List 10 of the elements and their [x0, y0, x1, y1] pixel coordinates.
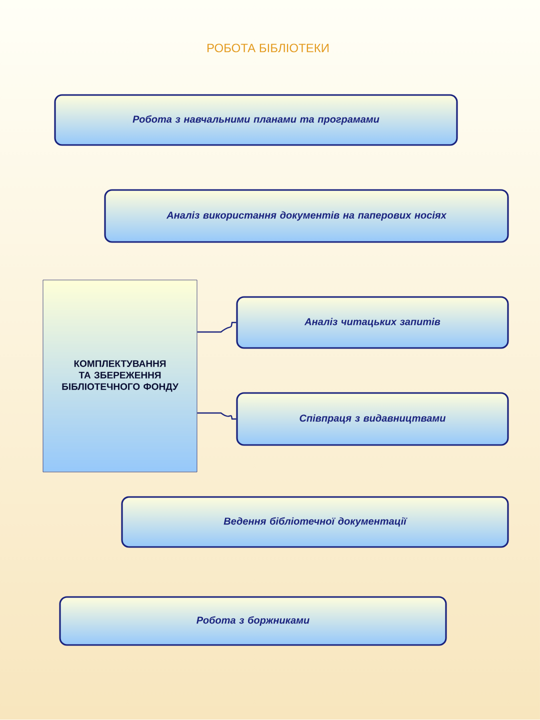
- stock-box: КОМПЛЕКТУВАННЯ ТА ЗБЕРЕЖЕННЯ БІБЛІОТЕЧНОГО ФОНДУ: [42, 280, 198, 472]
- connector: [197, 322, 236, 333]
- activity-box: Співпраця з видавництвами: [236, 392, 509, 446]
- activity-box: Робота з боржниками: [59, 596, 447, 646]
- title: РОБОТА БІБЛІОТЕКИ: [208, 44, 328, 52]
- activity-box: Аналіз читацьких запитів: [236, 296, 509, 349]
- activity-box: Ведення бібліотечної документації: [121, 496, 509, 548]
- activity-box: Робота з навчальними планами та програмами: [54, 94, 458, 146]
- connector: [197, 412, 236, 420]
- activity-box: Аналіз використання документів на паперових носіях: [104, 189, 509, 243]
